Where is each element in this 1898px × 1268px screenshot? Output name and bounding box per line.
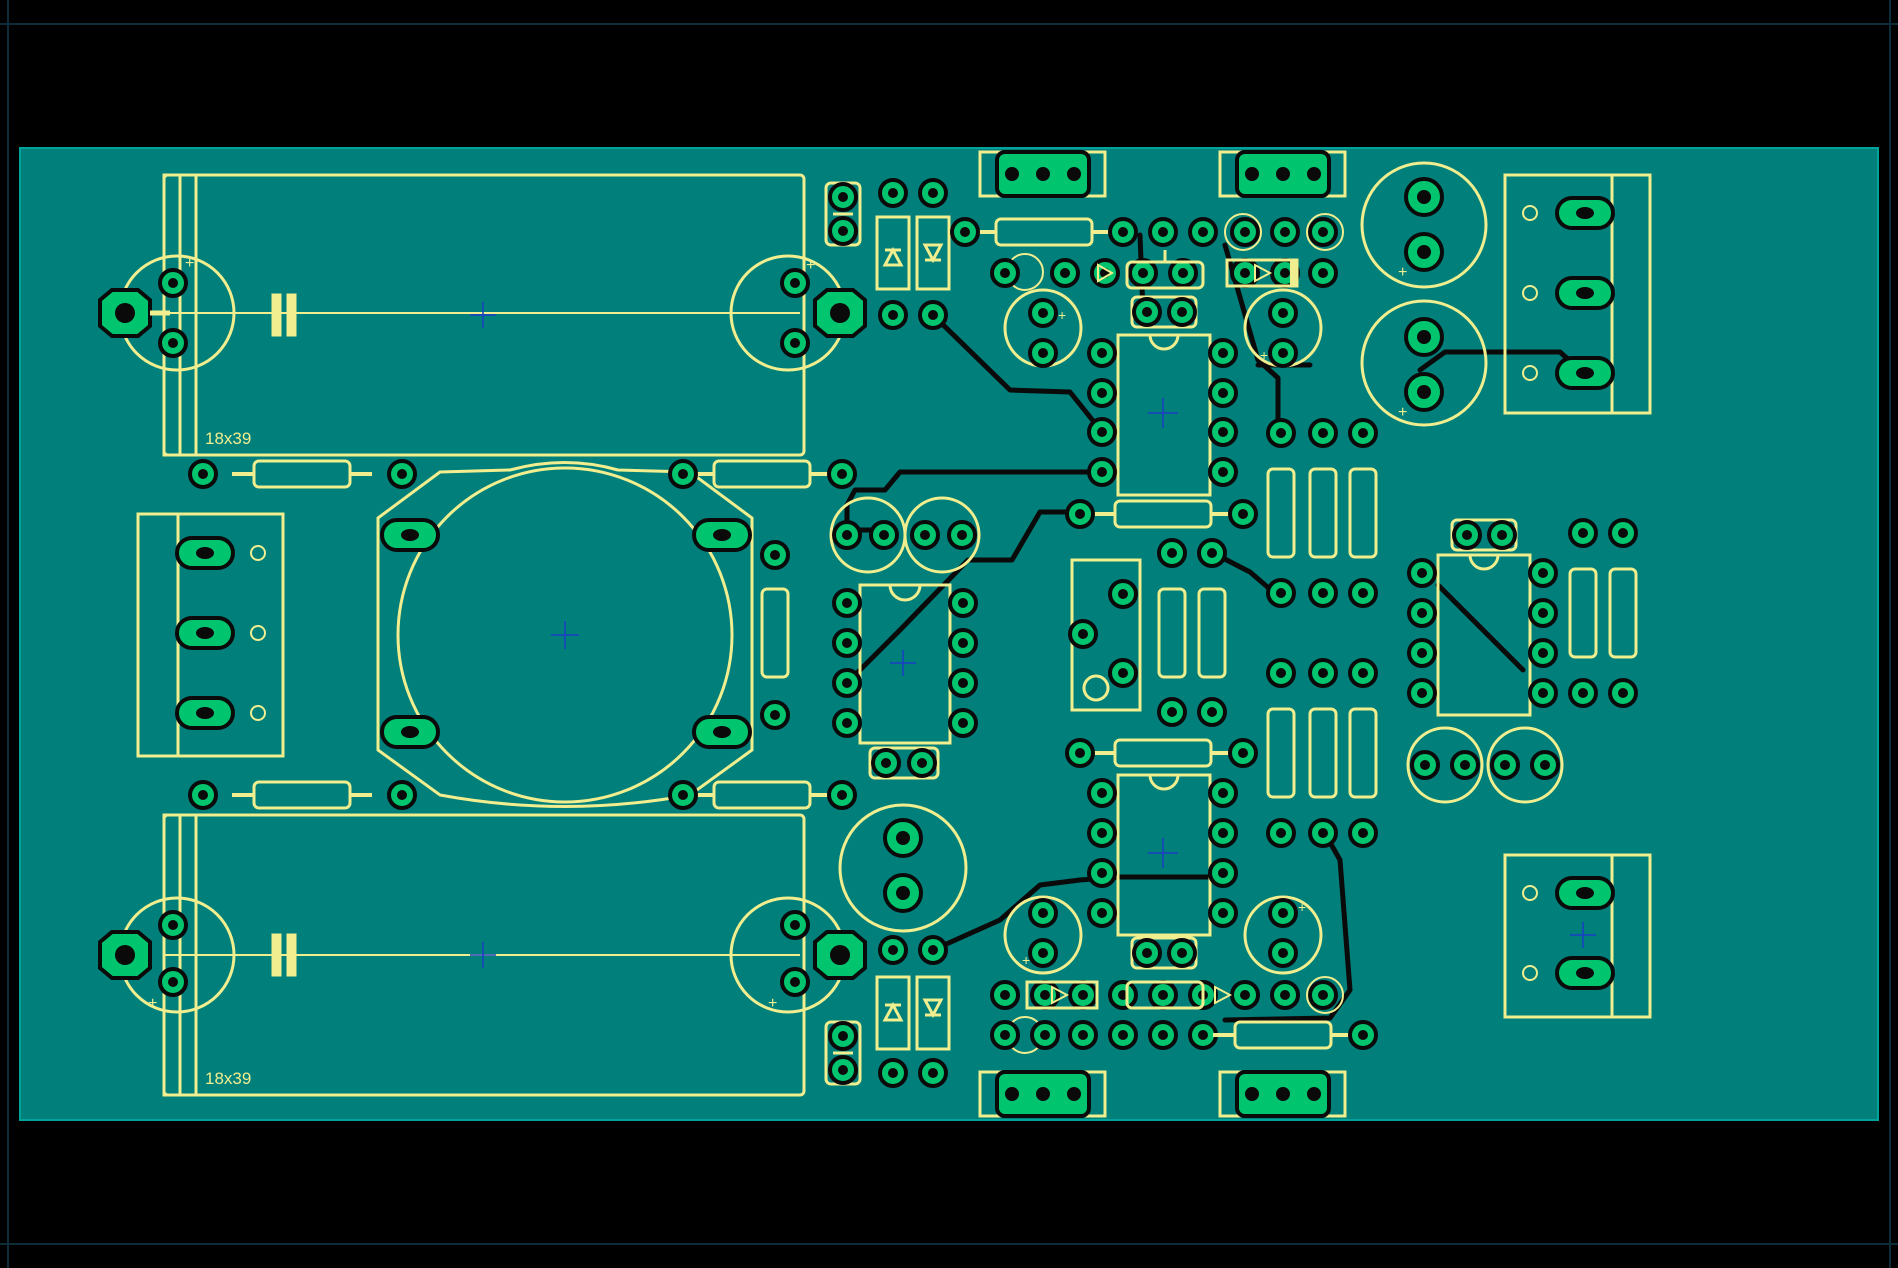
dip8-opamp-lower	[1065, 738, 1258, 970]
small-cap-top	[824, 181, 862, 247]
copper-traces	[837, 232, 1583, 1023]
regulator-header-top-left	[978, 150, 1107, 198]
rectifier-diodes-top	[875, 215, 951, 291]
input-terminal-block	[136, 512, 285, 758]
rectifier-diodes-bottom	[875, 975, 951, 1051]
trimmer-potentiometer	[1068, 558, 1142, 712]
small-electrolytics-right	[1406, 726, 1564, 804]
big-electrolytic-cap	[838, 803, 968, 933]
output-capacitors: + +	[1360, 161, 1488, 427]
regulator-header-bottom-left	[978, 1070, 1107, 1118]
filter-caps-bottom: + +	[1003, 895, 1323, 975]
small-cap-bottom	[824, 1020, 862, 1086]
regulator-header-bottom-right	[1218, 1070, 1347, 1118]
plus-marker: +	[148, 995, 157, 1012]
svg-text:+: +	[1022, 952, 1030, 968]
svg-text:+: +	[1298, 899, 1306, 915]
cap-size-label-top: 18x39	[205, 429, 251, 448]
dip8-opamp-right	[1407, 518, 1558, 717]
output-terminal-block-bottom	[1503, 853, 1652, 1019]
second-row-parts	[990, 250, 1338, 291]
origin-marks	[470, 302, 1596, 968]
output-terminal-block-top	[1503, 173, 1652, 415]
dip8-opamp-left	[832, 583, 978, 780]
bottom-row-parts	[990, 976, 1344, 1014]
pad-group	[98, 268, 867, 358]
svg-text:+: +	[1398, 404, 1407, 421]
plus-marker: +	[806, 257, 815, 274]
svg-text:+: +	[1260, 347, 1268, 363]
pad-group	[98, 910, 867, 997]
regulator-header-top-right	[1218, 150, 1347, 198]
plus-marker: +	[185, 255, 194, 272]
electrolytic-pair	[829, 496, 981, 574]
cap-size-label-bottom: 18x39	[205, 1069, 251, 1088]
svg-text:+: +	[1058, 307, 1066, 323]
resistor-top-row	[950, 213, 1344, 251]
bottom-row-parts-2	[990, 1016, 1378, 1054]
dip8-opamp-upper	[1065, 333, 1258, 529]
plus-marker: +	[768, 995, 777, 1012]
svg-text:+: +	[1398, 264, 1407, 281]
filter-caps-top: + +	[1003, 288, 1323, 368]
